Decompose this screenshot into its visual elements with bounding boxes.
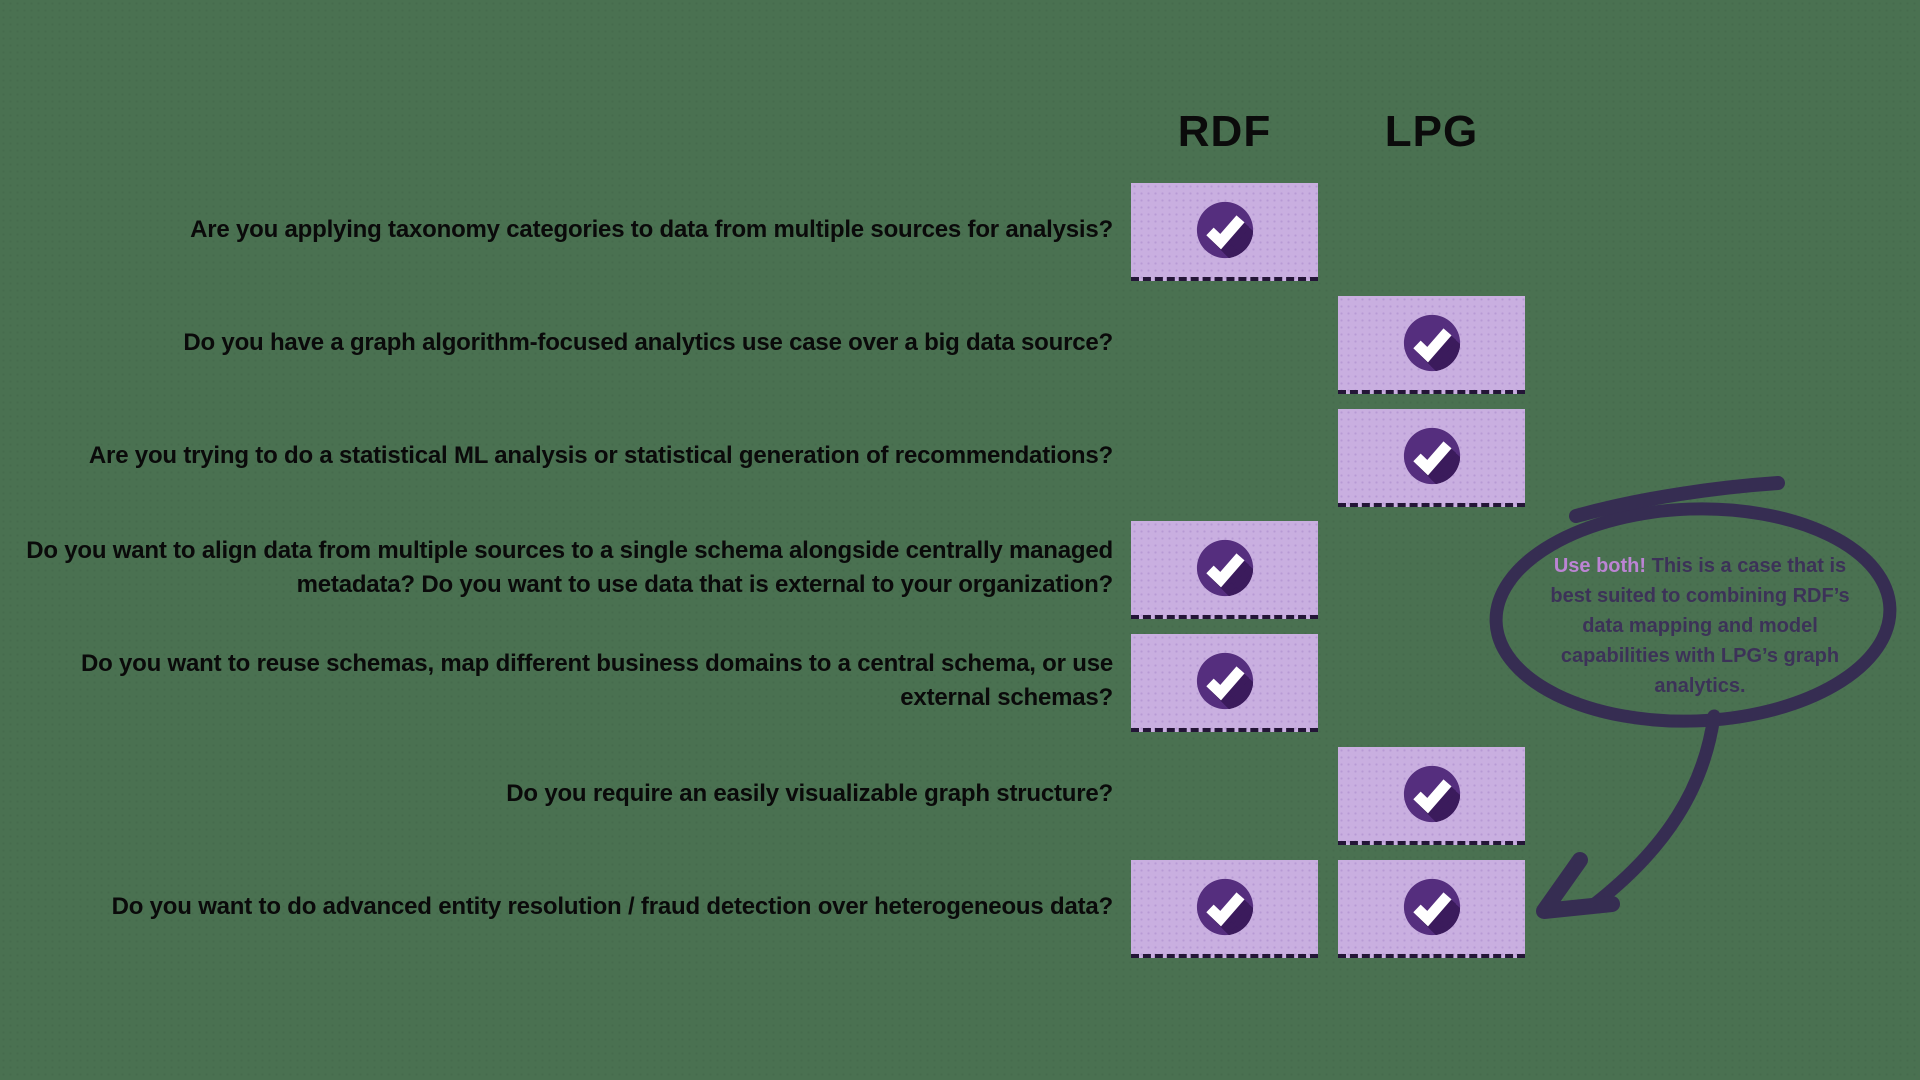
question-text: Do you require an easily visualizable gr… [506,780,1113,807]
checkmark-icon [1403,314,1460,372]
check-cell-lpg [1338,860,1525,958]
checkmark-icon [1196,201,1253,259]
checkmark-icon [1196,652,1253,710]
check-cell-lpg [1338,747,1525,845]
callout-lead-text: Use both! [1553,555,1647,577]
question-text: Do you want to do advanced entity resolu… [111,893,1114,920]
question-text: Do you want to align data from multiple … [26,537,1113,598]
callout-text: Use both! This is a case that is best su… [1535,551,1865,701]
callout-drawing [1489,476,1897,919]
callout-arrow-tail [1589,709,1721,910]
checkmark-icon [1403,427,1460,485]
question-text: Do you want to reuse schemas, map differ… [80,650,1113,711]
checkmark-icon [1196,878,1253,936]
question-text: Do you have a graph algorithm-focused an… [183,329,1113,356]
callout-arrow-icon [1536,852,1620,919]
check-cell-rdf [1131,634,1318,732]
check-cell-lpg [1338,409,1525,507]
check-cell-rdf [1131,860,1318,958]
check-cell-rdf [1131,521,1318,619]
checkmark-icon [1196,539,1253,597]
callout-body-text: This is a case that is best suited to co… [1550,555,1850,697]
check-cell-rdf [1131,183,1318,281]
column-header-lpg: LPG [1384,107,1479,156]
column-header-rdf: RDF [1177,107,1272,156]
question-text: Are you trying to do a statistical ML an… [88,442,1113,469]
checkmark-icon [1403,878,1460,936]
callout-ellipse [1489,502,1897,728]
question-text: Are you applying taxonomy categories to … [190,216,1113,243]
check-cell-lpg [1338,296,1525,394]
callout-pen-flick [1569,476,1785,523]
checkmark-icon [1403,765,1460,823]
